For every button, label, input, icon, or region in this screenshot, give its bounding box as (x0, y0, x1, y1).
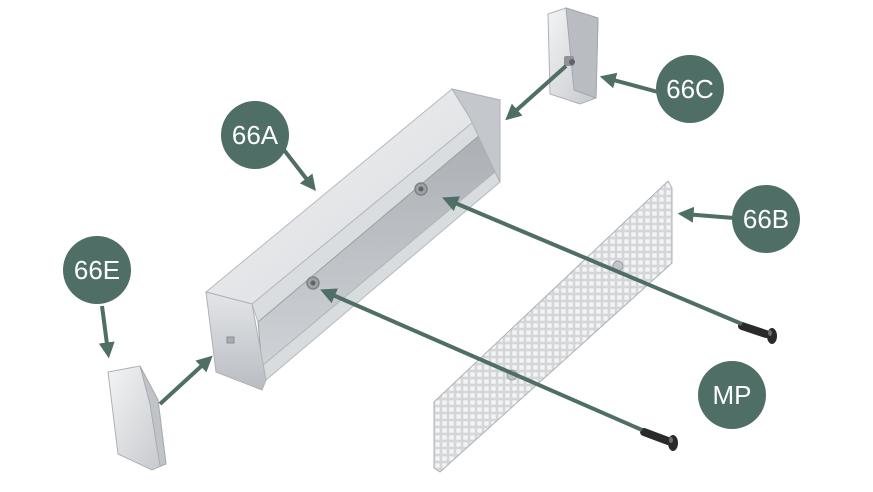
housing-left-end (205, 291, 267, 391)
callout-66c: 66C (599, 55, 724, 123)
badge-66c (656, 55, 724, 123)
housing-end-pin (226, 336, 235, 344)
screw-upper (738, 322, 777, 344)
badge-66a (221, 101, 289, 169)
part-66a-housing (204, 88, 502, 391)
label-66c: 66C (666, 74, 714, 104)
part-66b-grille (433, 180, 673, 473)
part-66c-end-cap (547, 7, 599, 105)
arrow-screw-upper (442, 196, 743, 326)
cap-66e-edge (139, 365, 167, 467)
label-66e: 66E (74, 255, 120, 285)
callout-mp: MP (698, 361, 766, 429)
assembly-arrows (158, 64, 743, 432)
housing-right-end (450, 88, 501, 183)
label-66a: 66A (232, 120, 279, 150)
callout-66e: 66E (63, 236, 131, 359)
arrow-cap-66c (505, 64, 568, 121)
label-66b: 66B (743, 204, 789, 234)
arrow-screw-lower (320, 288, 643, 432)
label-mp: MP (713, 380, 752, 410)
screw-lower (640, 428, 678, 451)
callout-66a: 66A (221, 101, 316, 192)
arrow-cap-66e (158, 355, 213, 406)
badge-66e (63, 236, 131, 304)
badge-66b (732, 185, 800, 253)
part-66e-end-cap (107, 365, 167, 471)
badge-mp (698, 361, 766, 429)
grille-face (433, 180, 673, 473)
callout-66b: 66B (677, 185, 800, 253)
